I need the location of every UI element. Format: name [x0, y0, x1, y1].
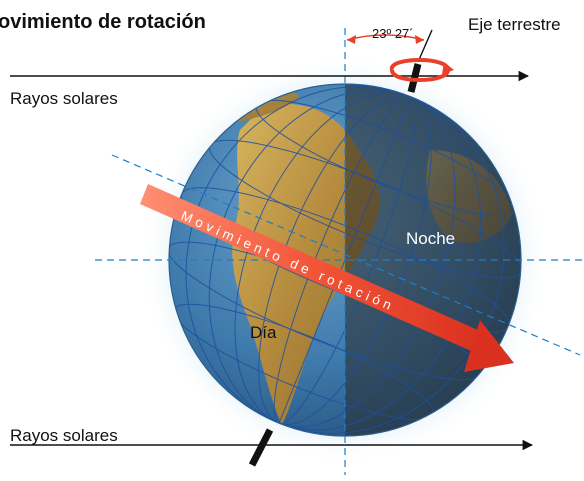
- day-label: Día: [250, 323, 277, 342]
- earth-axis-bottom-pole: [248, 428, 274, 467]
- earth-axis-top-segment: [417, 29, 433, 63]
- sun-rays-top-label: Rayos solares: [10, 89, 118, 108]
- tilted-equator-line: [111, 154, 581, 356]
- diagram-title: ovimiento de rotación: [0, 11, 206, 33]
- sun-rays-bottom-label: Rayos solares: [10, 426, 118, 445]
- tilt-angle-indicator: [346, 34, 425, 44]
- pole-rotation-arrow: [389, 57, 454, 83]
- night-label: Noche: [406, 229, 455, 248]
- tilt-angle-label: 23º 27´: [372, 26, 414, 41]
- earth-axis-label: Eje terrestre: [468, 15, 561, 34]
